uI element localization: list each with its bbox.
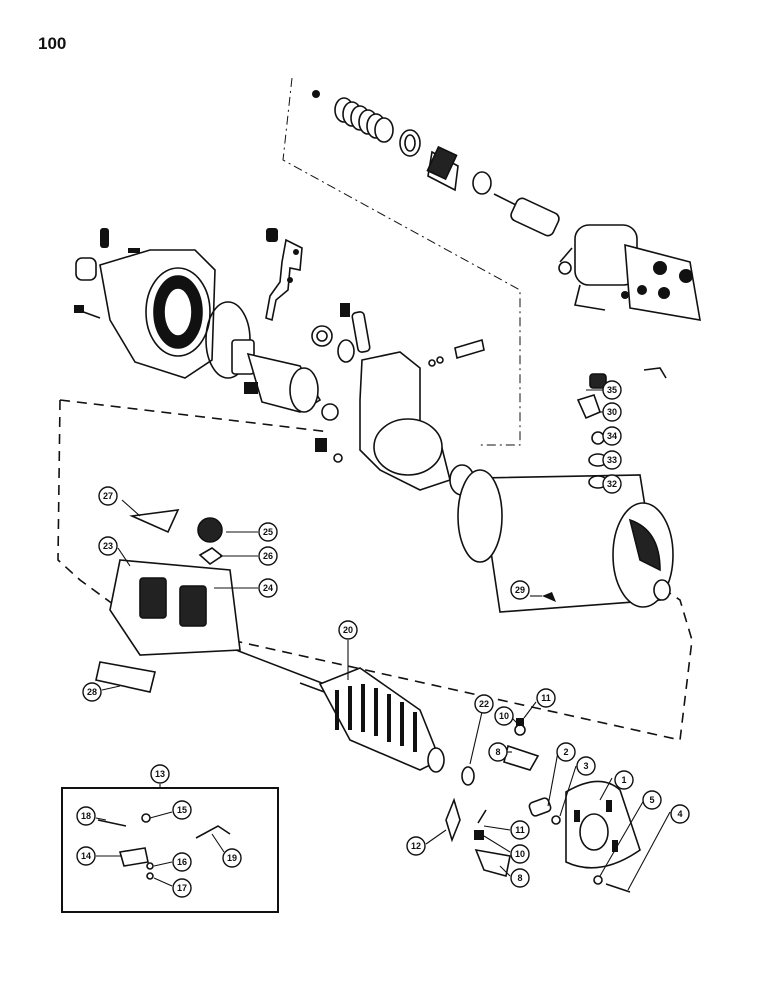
- svg-text:15: 15: [177, 805, 187, 815]
- svg-text:22: 22: [479, 699, 489, 709]
- svg-text:5: 5: [649, 795, 654, 805]
- callout-27: 27: [98, 486, 118, 506]
- svg-text:28: 28: [87, 687, 97, 697]
- center-housing: [311, 303, 485, 491]
- solenoid: [558, 224, 701, 321]
- svg-text:16: 16: [177, 857, 187, 867]
- callout-24: 24: [258, 578, 278, 598]
- callout-28: 28: [82, 682, 102, 702]
- svg-text:14: 14: [81, 851, 91, 861]
- svg-text:29: 29: [515, 585, 525, 595]
- plunger-stack: [312, 90, 560, 237]
- solenoid-group-outline: [282, 77, 521, 446]
- callout-10b: 10: [510, 844, 530, 864]
- svg-text:12: 12: [411, 841, 421, 851]
- shift-lever: [265, 228, 303, 322]
- armature: [235, 649, 475, 786]
- callout-11a: 11: [536, 688, 556, 708]
- svg-text:34: 34: [607, 431, 617, 441]
- callout-3: 3: [576, 756, 596, 776]
- callout-32: 32: [602, 474, 622, 494]
- callout-34: 34: [602, 426, 622, 446]
- callout-10a: 10: [494, 706, 514, 726]
- svg-text:33: 33: [607, 455, 617, 465]
- svg-text:11: 11: [515, 825, 525, 835]
- svg-text:20: 20: [343, 625, 353, 635]
- commutator-end-frame: [445, 718, 641, 893]
- callout-2: 2: [556, 742, 576, 762]
- callout-8b: 8: [510, 868, 530, 888]
- callout-11b: 11: [510, 820, 530, 840]
- svg-text:24: 24: [263, 583, 273, 593]
- svg-text:8: 8: [517, 873, 522, 883]
- svg-text:3: 3: [583, 761, 588, 771]
- svg-text:17: 17: [177, 883, 187, 893]
- callout-17: 17: [172, 878, 192, 898]
- callout-8a: 8: [488, 742, 508, 762]
- callout-23: 23: [98, 536, 118, 556]
- callout-30: 30: [602, 402, 622, 422]
- svg-text:27: 27: [103, 491, 113, 501]
- callout-14: 14: [76, 846, 96, 866]
- brush-kit-inset-box: [61, 787, 279, 913]
- field-frame-top-dash: [59, 399, 331, 433]
- svg-text:18: 18: [81, 811, 91, 821]
- svg-text:8: 8: [495, 747, 500, 757]
- svg-text:4: 4: [677, 809, 682, 819]
- callout-25: 25: [258, 522, 278, 542]
- field-coils: [95, 509, 241, 693]
- callout-15: 15: [172, 800, 192, 820]
- callouts: 1 2 3 4 5 8 8 10 10 11 11 12 13 14 15 16…: [76, 380, 690, 898]
- drive-housing: [74, 228, 251, 379]
- svg-text:1: 1: [621, 775, 626, 785]
- svg-text:2: 2: [563, 747, 568, 757]
- callout-1: 1: [614, 770, 634, 790]
- pinion-drive: [231, 339, 322, 413]
- svg-text:11: 11: [541, 693, 551, 703]
- callout-35: 35: [602, 380, 622, 400]
- brush-kit: [97, 813, 231, 880]
- callout-12: 12: [406, 836, 426, 856]
- svg-text:10: 10: [515, 849, 525, 859]
- callout-16: 16: [172, 852, 192, 872]
- svg-text:10: 10: [499, 711, 509, 721]
- svg-text:19: 19: [227, 853, 237, 863]
- callout-13: 13: [150, 764, 170, 784]
- callout-33: 33: [602, 450, 622, 470]
- callout-4: 4: [670, 804, 690, 824]
- svg-text:26: 26: [263, 551, 273, 561]
- svg-text:32: 32: [607, 479, 617, 489]
- field-frame-group-outline: [57, 399, 693, 741]
- field-frame: [449, 464, 674, 613]
- callout-19: 19: [222, 848, 242, 868]
- svg-text:23: 23: [103, 541, 113, 551]
- callout-20: 20: [338, 620, 358, 640]
- callout-18: 18: [76, 806, 96, 826]
- callout-26: 26: [258, 546, 278, 566]
- page-number: 100: [38, 34, 67, 53]
- svg-text:30: 30: [607, 407, 617, 417]
- leader-lines: [95, 389, 671, 891]
- callout-5: 5: [642, 790, 662, 810]
- svg-text:35: 35: [607, 385, 617, 395]
- callout-29: 29: [510, 580, 530, 600]
- svg-text:25: 25: [263, 527, 273, 537]
- callout-22: 22: [474, 694, 494, 714]
- svg-text:13: 13: [155, 769, 165, 779]
- terminal-hardware: [576, 367, 667, 489]
